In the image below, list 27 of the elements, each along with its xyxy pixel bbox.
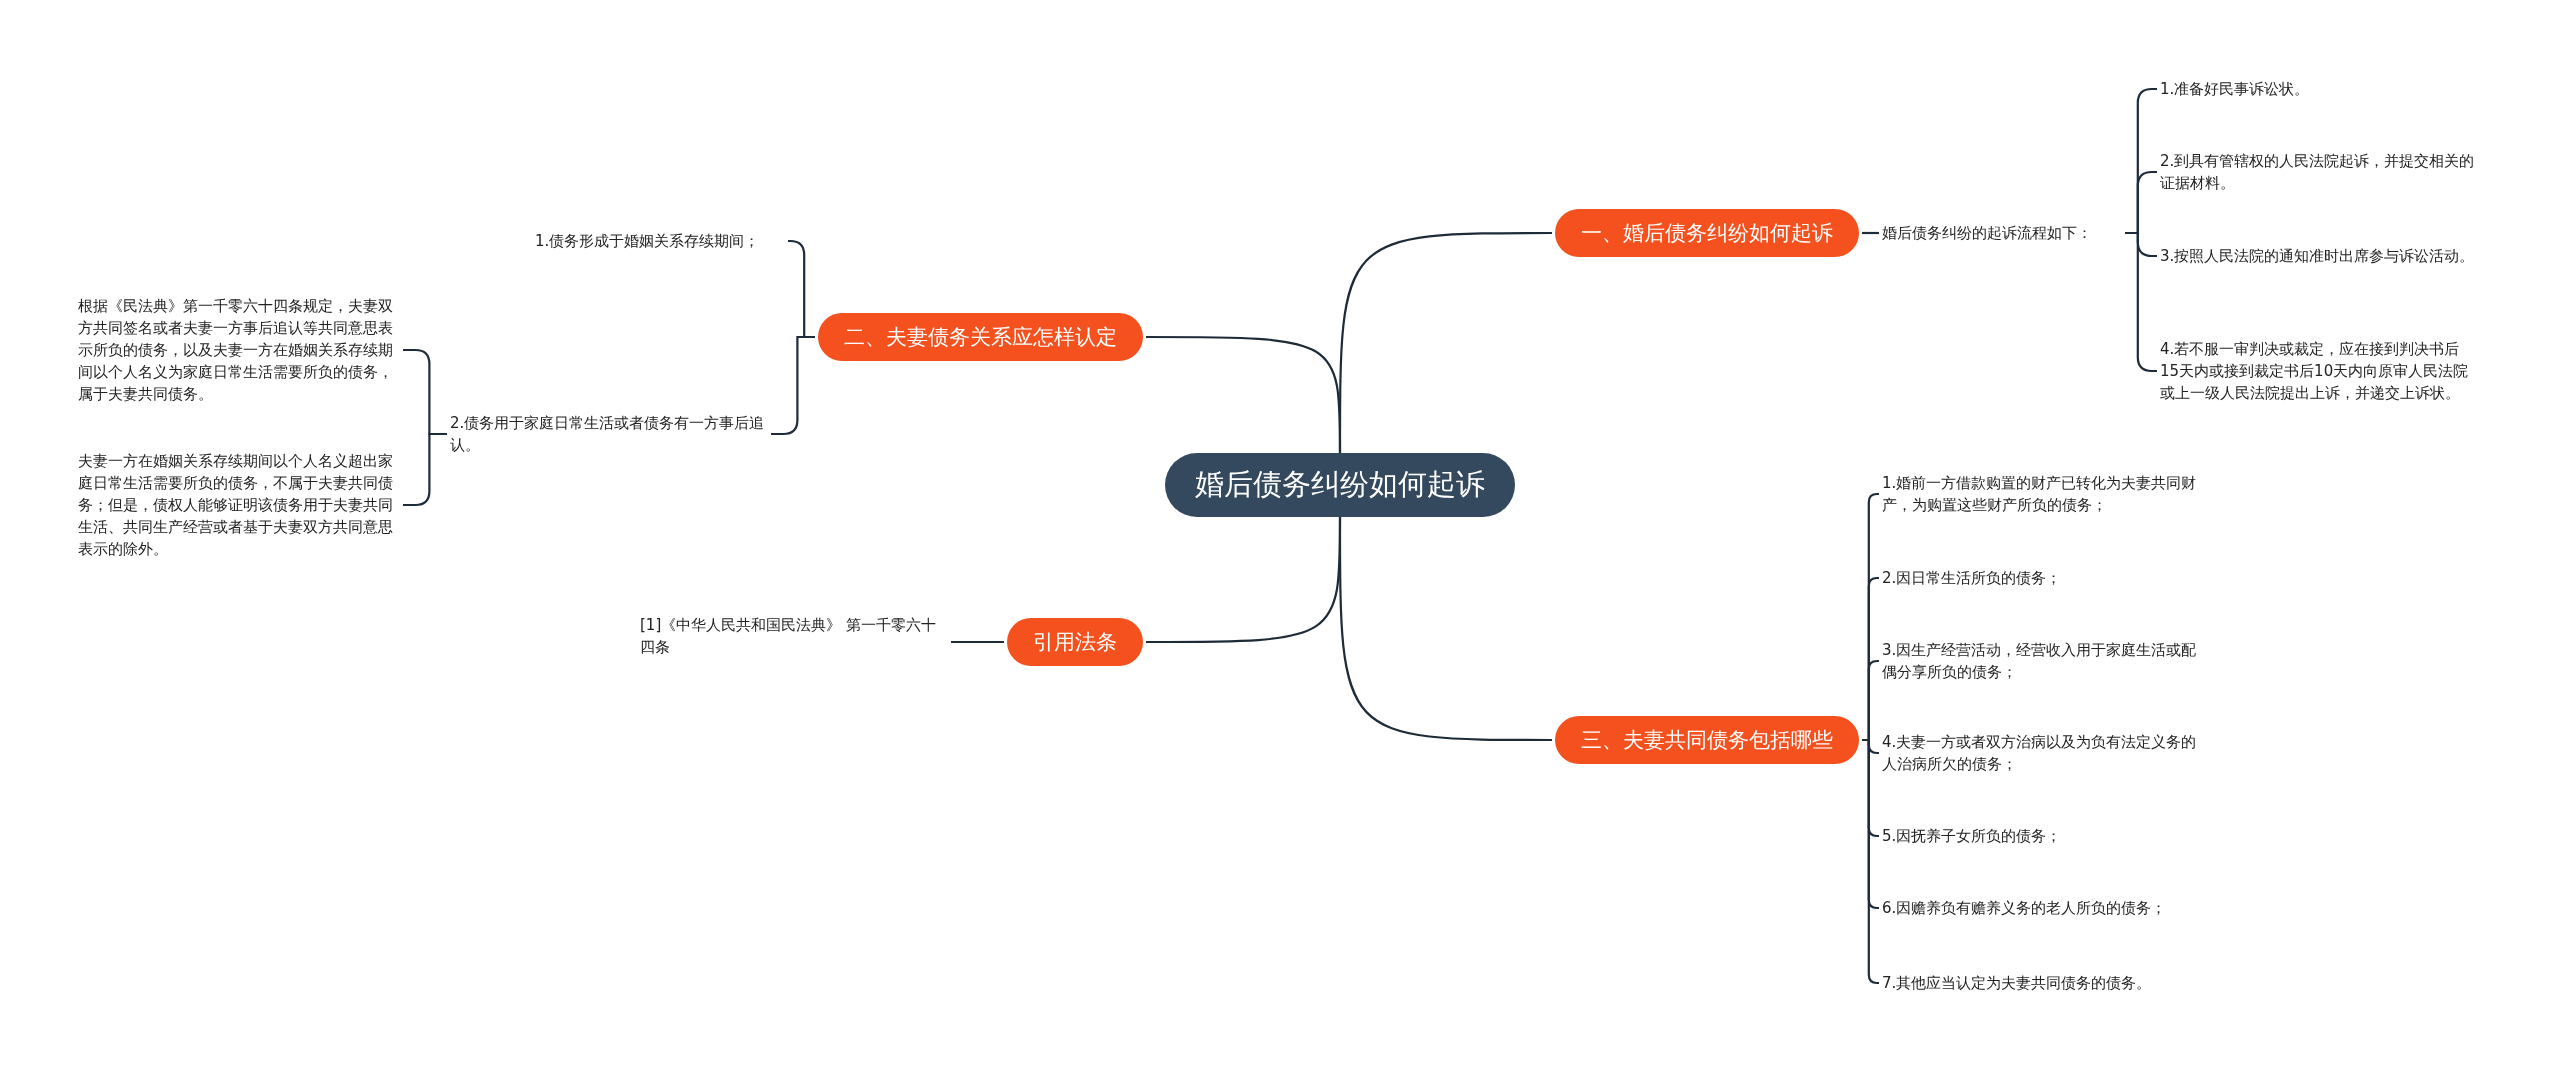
branch-text: 1.准备好民事诉讼状。: [2160, 78, 2478, 100]
branch-text: 1.债务形成于婚姻关系存续期间；: [535, 230, 785, 252]
branch-text: 1.婚前一方借款购置的财产已转化为夫妻共同财产，为购置这些财产所负的债务；: [1882, 472, 2200, 516]
topic-box: 二、夫妻债务关系应怎样认定: [818, 313, 1143, 361]
branch-text: [1]《中华人民共和国民法典》 第一千零六十四条: [640, 614, 948, 658]
central-topic-box: 婚后债务纠纷如何起诉: [1165, 453, 1515, 517]
branch-text: 3.按照人民法院的通知准时出席参与诉讼活动。: [2160, 245, 2478, 267]
branch-text: 2.因日常生活所负的债务；: [1882, 567, 2200, 589]
topic-box: 三、夫妻共同债务包括哪些: [1555, 716, 1859, 764]
branch-text: 5.因抚养子女所负的债务；: [1882, 825, 2200, 847]
branch-text: 婚后债务纠纷的起诉流程如下：: [1882, 222, 2122, 244]
branch-text: 6.因赡养负有赡养义务的老人所负的债务；: [1882, 897, 2200, 919]
branch-text: 3.因生产经营活动，经营收入用于家庭生活或配偶分享所负的债务；: [1882, 639, 2200, 683]
connector-line: [1862, 738, 1879, 985]
branch-text: 根据《民法典》第一千零六十四条规定，夫妻双方共同签名或者夫妻一方事后追认等共同意思表示所负的债务，以及夫妻一方在婚姻关系存续期间以个人名义为家庭日常生活需要所负的债务，属于夫妻共同债务。: [78, 295, 400, 405]
connector-line: [1338, 517, 1552, 742]
branch-text: 2.债务用于家庭日常生活或者债务有一方事后追认。: [450, 412, 768, 456]
connector-line: [1862, 231, 1879, 235]
topic-box: 一、婚后债务纠纷如何起诉: [1555, 209, 1859, 257]
connector-line: [1146, 335, 1342, 453]
branch-text: 4.夫妻一方或者双方治病以及为负有法定义务的人治病所欠的债务；: [1882, 731, 2200, 775]
branch-text: 4.若不服一审判决或裁定，应在接到判决书后15天内或接到裁定书后10天内向原审人民法院或上一级人民法院提出上诉，并递交上诉状。: [2160, 338, 2478, 404]
branch-text: 7.其他应当认定为夫妻共同债务的债务。: [1882, 972, 2200, 994]
branch-text: 2.到具有管辖权的人民法院起诉，并提交相关的证据材料。: [2160, 150, 2478, 194]
topic-box: 引用法条: [1007, 618, 1143, 666]
connector-line: [951, 640, 1004, 644]
branch-text: 夫妻一方在婚姻关系存续期间以个人名义超出家庭日常生活需要所负的债务，不属于夫妻共同债务；但是，债权人能够证明该债务用于夫妻共同生活、共同生产经营或者基于夫妻双方共同意思表示的除外。: [78, 450, 400, 560]
